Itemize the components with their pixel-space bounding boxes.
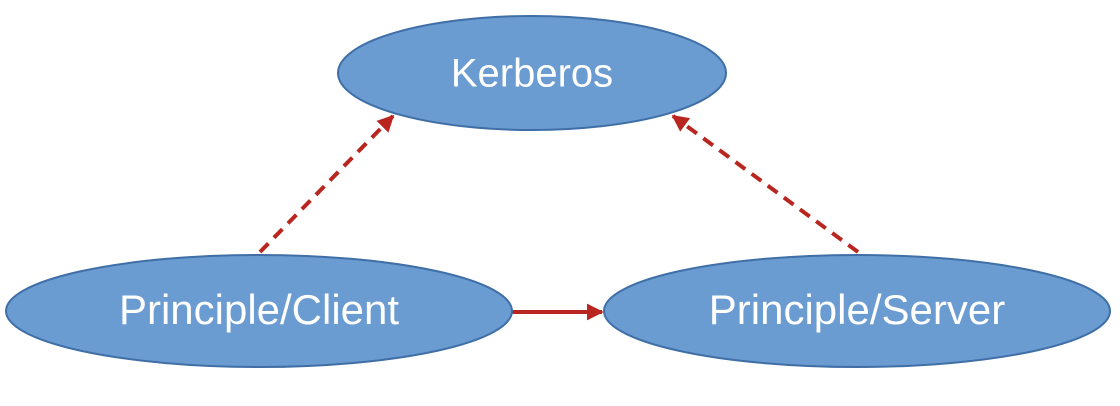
node-client: Principle/Client xyxy=(5,254,513,368)
node-kerberos-label: Kerberos xyxy=(451,52,613,96)
node-server: Principle/Server xyxy=(603,254,1111,368)
edge-server-to-kerberos xyxy=(671,114,860,254)
node-client-label: Principle/Client xyxy=(119,286,399,333)
node-kerberos: Kerberos xyxy=(337,15,727,131)
edge-client-to-kerberos xyxy=(258,114,395,254)
node-server-label: Principle/Server xyxy=(709,286,1005,333)
